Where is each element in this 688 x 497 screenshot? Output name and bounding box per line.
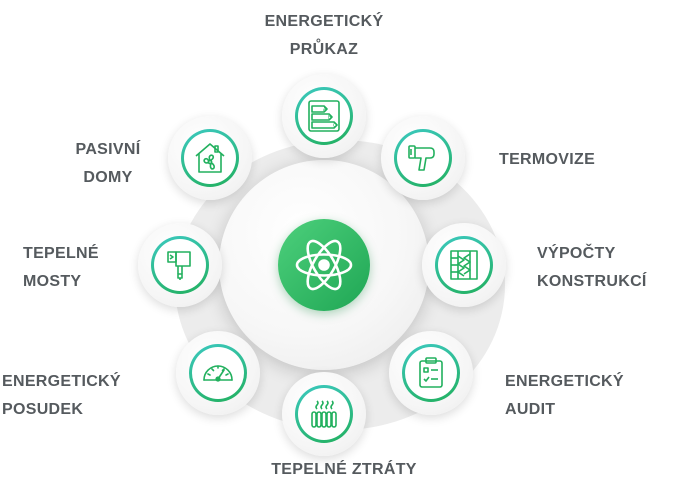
label-energeticky-audit: ENERGETICKÝ AUDIT: [505, 368, 675, 424]
label-energeticky-posudek: ENERGETICKÝ POSUDEK: [2, 368, 162, 424]
label-line: ENERGETICKÝ: [264, 13, 384, 30]
node-vypocty-konstrukci[interactable]: [422, 223, 506, 307]
label-line: PASIVNÍ: [75, 141, 141, 158]
label-tepelne-mosty: TEPELNÉ MOSTY: [23, 240, 143, 296]
thermal-camera-icon: [408, 145, 435, 171]
thermal-bridge-icon: [167, 251, 191, 280]
label-line: KONSTRUKCÍ: [537, 273, 647, 290]
label-tepelne-ztraty: TEPELNÉ ZTRÁTY: [229, 456, 459, 484]
svg-text:B: B: [328, 115, 332, 121]
gauge-icon: [203, 365, 233, 382]
node-pasivni-domy[interactable]: [168, 116, 252, 200]
node-energeticky-prukaz[interactable]: A B C: [282, 74, 366, 158]
node-tepelne-mosty[interactable]: [138, 223, 222, 307]
label-line: AUDIT: [505, 401, 556, 418]
wall-layers-icon: [450, 250, 478, 280]
label-line: VÝPOČTY: [537, 245, 616, 262]
label-pasivni-domy: PASIVNÍ DOMY: [52, 136, 164, 192]
svg-text:A: A: [323, 107, 327, 113]
label-termovize: TERMOVIZE: [499, 146, 649, 174]
label-line: TERMOVIZE: [499, 151, 596, 168]
label-line: DOMY: [83, 169, 133, 186]
house-fan-icon: [195, 143, 225, 173]
label-line: POSUDEK: [2, 401, 84, 418]
node-energeticky-audit[interactable]: [389, 331, 473, 415]
radiator-icon: [311, 400, 337, 428]
energy-label-icon: A B C: [308, 100, 340, 132]
label-vypocty-konstrukci: VÝPOČTY KONSTRUKCÍ: [537, 240, 687, 296]
label-line: PRŮKAZ: [289, 41, 359, 58]
svg-text:C: C: [333, 123, 337, 129]
atom-icon: [278, 219, 370, 311]
node-energeticky-posudek[interactable]: [176, 331, 260, 415]
label-line: ENERGETICKÝ: [505, 373, 624, 390]
clipboard-checklist-icon: [419, 357, 443, 388]
node-tepelne-ztraty[interactable]: [282, 372, 366, 456]
label-line: ENERGETICKÝ: [2, 373, 121, 390]
node-termovize[interactable]: [381, 116, 465, 200]
label-line: MOSTY: [23, 273, 82, 290]
label-energeticky-prukaz: ENERGETICKÝ PRŮKAZ: [239, 8, 409, 64]
label-line: TEPELNÉ: [23, 245, 99, 262]
label-line: TEPELNÉ ZTRÁTY: [271, 461, 417, 478]
